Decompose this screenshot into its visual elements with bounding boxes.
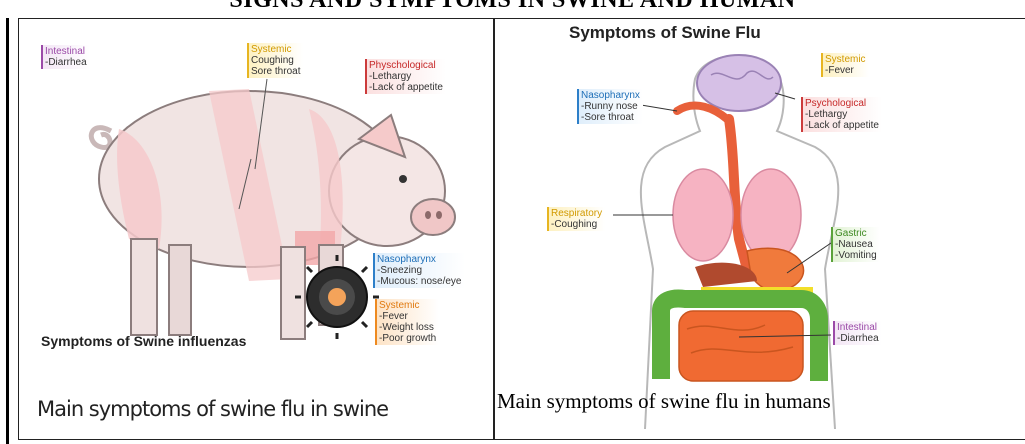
- human-diagram-title: Symptoms of Swine Flu: [569, 23, 761, 43]
- pig-leg-rear-2: [169, 245, 191, 335]
- swine-panel: Intestinal -Diarrhea Systemic Coughing S…: [18, 18, 494, 440]
- label-gastric: Gastric -Nausea -Vomiting: [831, 227, 880, 262]
- label-systemic: Systemic -Fever: [821, 53, 869, 77]
- human-caption: Main symptoms of swine flu in humans: [497, 389, 831, 414]
- label-nasopharynx-human: Nasopharynx -Runny nose -Sore throat: [577, 89, 643, 124]
- brain: [697, 55, 781, 111]
- human-panel: Symptoms of Swine Flu Systemic -Fever Na…: [494, 18, 1025, 440]
- label-systemic-throat: Systemic Coughing Sore throat: [247, 43, 303, 78]
- pointer-psychological: [775, 93, 795, 99]
- left-border-rule: [6, 18, 9, 444]
- right-lung: [741, 169, 801, 261]
- label-physchological: Physchological -Lethargy -Lack of appeti…: [365, 59, 446, 94]
- swine-diagram-title: Symptoms of Swine influenzas: [41, 333, 246, 349]
- swine-caption: Main symptoms of swine flu in swine: [37, 397, 388, 421]
- pig-eye: [399, 175, 407, 183]
- label-respiratory: Respiratory -Coughing: [547, 207, 605, 231]
- page-title: SIGNS AND SYMPTOMS IN SWINE AND HUMAN: [0, 0, 1025, 14]
- label-psychological: Psychological -Lethargy -Lack of appetit…: [801, 97, 882, 132]
- pig-tail: [91, 128, 111, 148]
- pig-snout: [411, 199, 455, 235]
- label-intestinal: Intestinal -Diarrhea: [41, 45, 90, 69]
- left-lung: [673, 169, 733, 261]
- small-intestine: [679, 311, 803, 381]
- stomach: [747, 248, 804, 291]
- label-systemic-growth: Systemic -Fever -Weight loss -Poor growt…: [375, 299, 439, 345]
- label-intestinal-human: Intestinal -Diarrhea: [833, 321, 882, 345]
- pig-leg-rear-1: [131, 239, 157, 335]
- label-nasopharynx: Nasopharynx -Sneezing -Mucous: nose/eye: [373, 253, 465, 288]
- pig-leg-front-1: [281, 247, 305, 339]
- virus-particle: [295, 255, 379, 339]
